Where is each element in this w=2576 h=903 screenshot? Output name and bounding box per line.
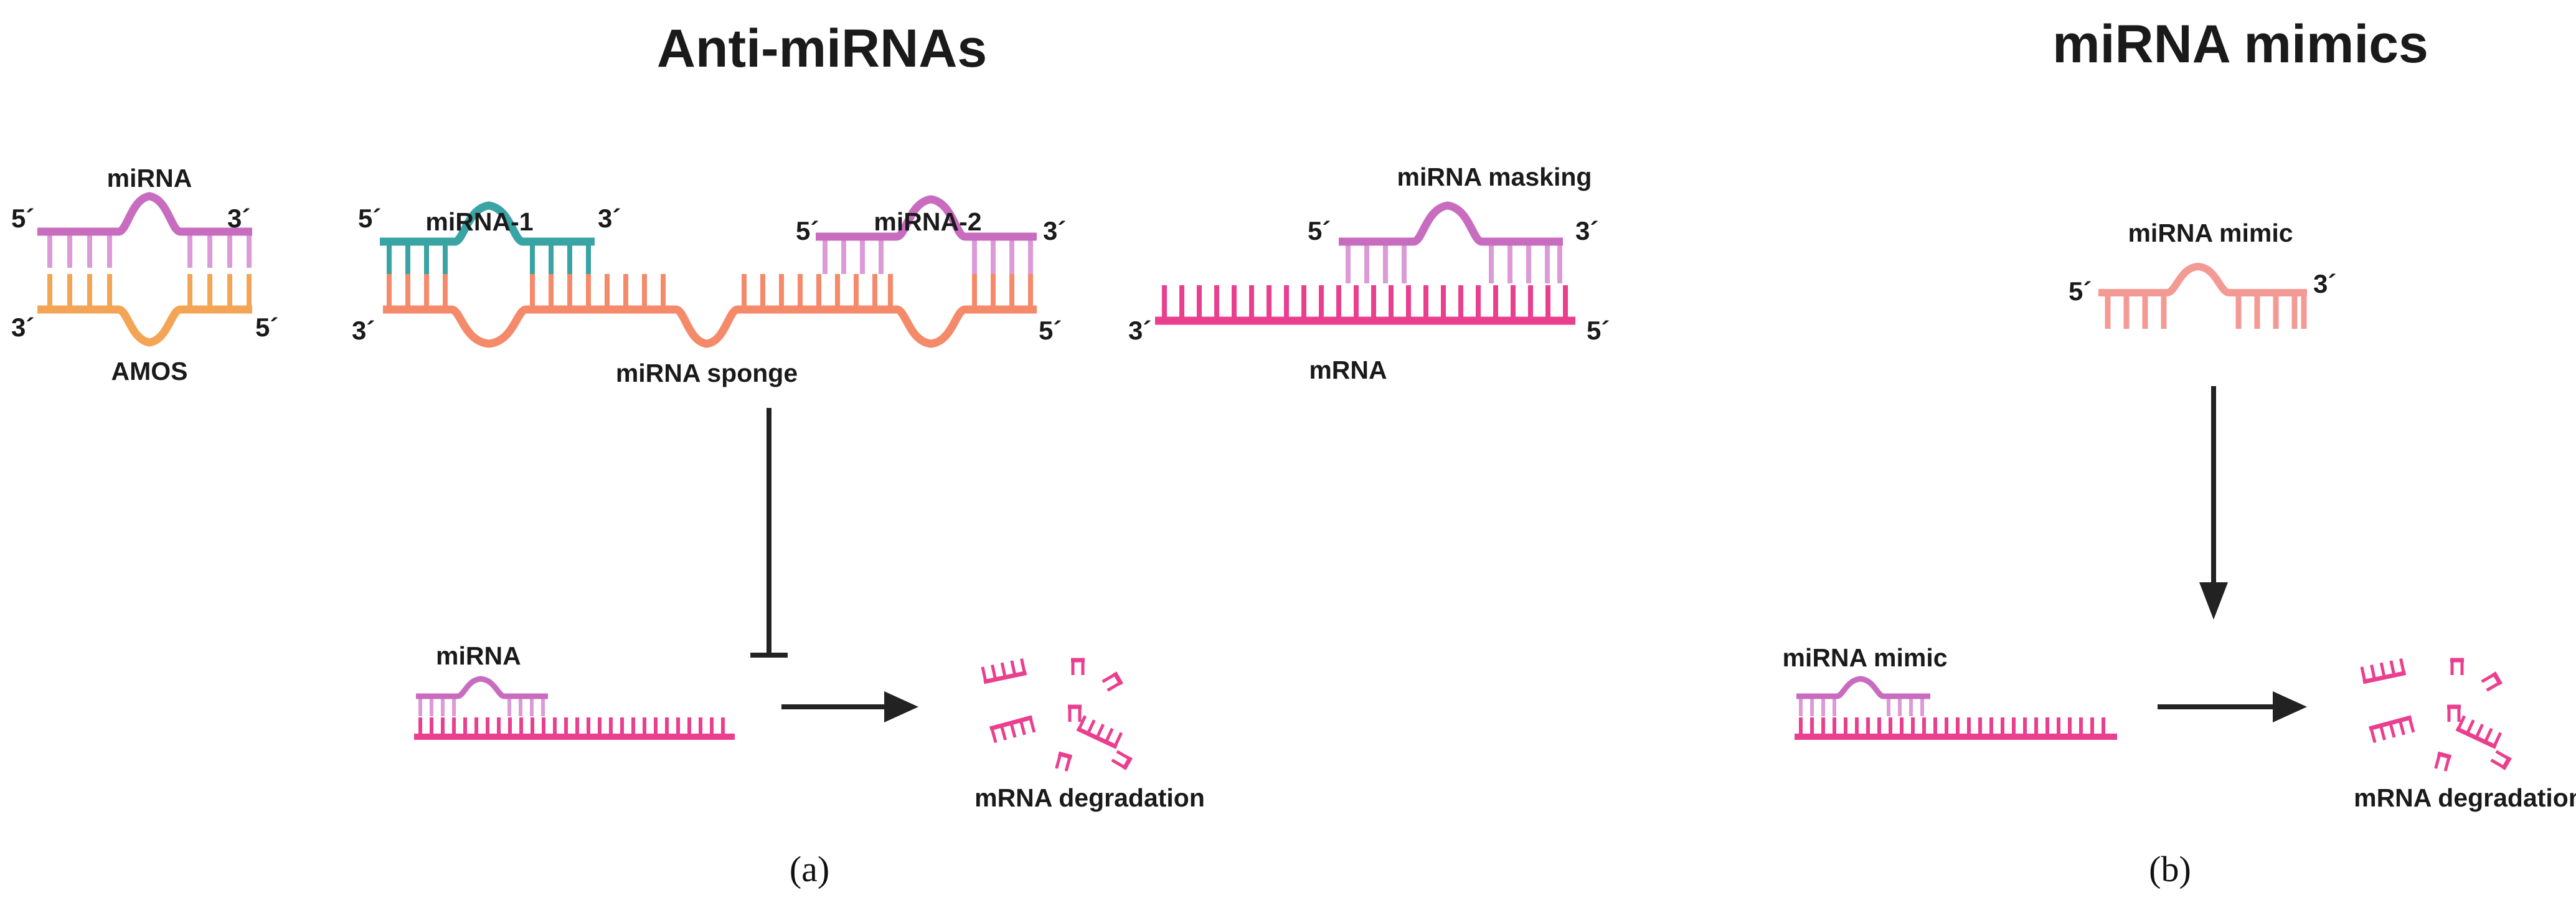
mimic-label: miRNA mimic	[2128, 219, 2293, 247]
fragment-piece	[1068, 704, 1082, 722]
fragment-piece	[1111, 750, 1133, 770]
fragment-piece	[989, 715, 1036, 744]
title-mirna-mimics: miRNA mimics	[2052, 14, 2428, 74]
end-label-5: 5´	[1587, 316, 1610, 345]
inhibition-bar-icon	[750, 408, 788, 658]
end-label-5: 5´	[255, 313, 278, 342]
mrna-fragment-icon	[981, 658, 1133, 772]
fragment-piece	[1076, 715, 1123, 749]
mirna1-label: miRNA-1	[425, 207, 533, 236]
end-label-3: 3´	[1575, 216, 1598, 245]
panel-label-a: (a)	[790, 849, 829, 889]
degradation-label-left: mRNA degradation	[974, 783, 1205, 812]
mirna-mimic-free	[2098, 262, 2307, 329]
amos-antisense-strand	[37, 305, 252, 347]
end-label-3: 3´	[11, 313, 34, 342]
end-label-5: 5´	[11, 204, 34, 233]
amos-mirna-strand	[37, 192, 252, 236]
end-label-5: 5´	[796, 216, 819, 245]
end-label-3: 3´	[227, 204, 250, 233]
fragment-piece	[2369, 715, 2415, 744]
mimic-teeth	[2105, 293, 2307, 329]
arrow-right-icon	[2158, 691, 2307, 722]
bound-mirna-strand	[416, 676, 548, 699]
mirna-sponge-complex	[380, 195, 1037, 348]
sponge-teeth	[387, 274, 1033, 310]
bound-mrna-teeth	[418, 717, 725, 737]
end-label-5: 5´	[2069, 277, 2092, 306]
end-label-3: 3´	[352, 316, 375, 345]
fragment-piece	[2455, 715, 2503, 749]
title-anti-mirnas: Anti-miRNAs	[657, 19, 987, 78]
fragment-piece	[2447, 704, 2461, 722]
fragment-piece	[2360, 658, 2407, 684]
mimic-bound-mrna-right	[1795, 676, 2117, 740]
fragment-piece	[1071, 658, 1085, 675]
fragment-piece	[1102, 671, 1124, 692]
bound-mrna-teeth	[1799, 717, 2105, 737]
mirna-bound-mrna-left	[414, 676, 735, 740]
masking-oligo-teeth	[1346, 242, 1562, 283]
fragment-piece	[2434, 751, 2452, 772]
sponge-label: miRNA sponge	[616, 359, 798, 387]
mirna2-teeth	[823, 237, 1033, 274]
mrna-teeth	[1162, 285, 1568, 321]
bound-mimic-label: miRNA mimic	[1782, 643, 1947, 672]
bound-mirna-teeth	[418, 696, 545, 716]
end-label-3: 3´	[1043, 216, 1066, 245]
amos-label: AMOS	[111, 357, 188, 385]
mrna-fragment-icon	[2360, 658, 2512, 772]
mrna-label: mRNA	[1309, 356, 1387, 384]
fragment-piece	[2490, 750, 2512, 770]
fragment-piece	[2450, 658, 2464, 675]
end-label-5: 5´	[358, 204, 381, 233]
amos-duplex	[37, 192, 252, 347]
arrow-right-icon	[781, 691, 918, 722]
mimic-strand	[2098, 262, 2307, 296]
mirna1-strand	[380, 201, 595, 246]
degradation-label-right: mRNA degradation	[2354, 783, 2576, 812]
fragment-piece	[981, 658, 1027, 684]
end-label-3: 3´	[1128, 316, 1151, 345]
panel-label-b: (b)	[2149, 849, 2191, 889]
end-label-5: 5´	[1308, 216, 1331, 245]
end-label-3: 3´	[2313, 269, 2336, 298]
amos-antisense-teeth	[47, 274, 252, 310]
bound-mimic-teeth	[1799, 696, 1924, 716]
mirna2-label: miRNA-2	[874, 207, 981, 236]
bound-mimic-strand	[1796, 676, 1930, 699]
amos-mirna-label: miRNA	[107, 164, 192, 192]
masking-label: miRNA masking	[1397, 163, 1592, 191]
fragment-piece	[2481, 671, 2503, 692]
end-label-3: 3´	[598, 204, 621, 233]
mirna-masking-complex	[1155, 201, 1575, 325]
masking-oligo-strand	[1339, 201, 1563, 246]
sponge-strand	[383, 305, 1037, 348]
mirna2-strand	[816, 195, 1037, 241]
end-label-5: 5´	[1039, 316, 1062, 345]
arrow-down-icon	[2199, 386, 2228, 620]
fragment-piece	[1055, 751, 1073, 772]
bound-mirna-label: miRNA	[436, 641, 521, 670]
mirna1-teeth	[387, 242, 591, 280]
amos-mirna-teeth	[47, 232, 252, 268]
